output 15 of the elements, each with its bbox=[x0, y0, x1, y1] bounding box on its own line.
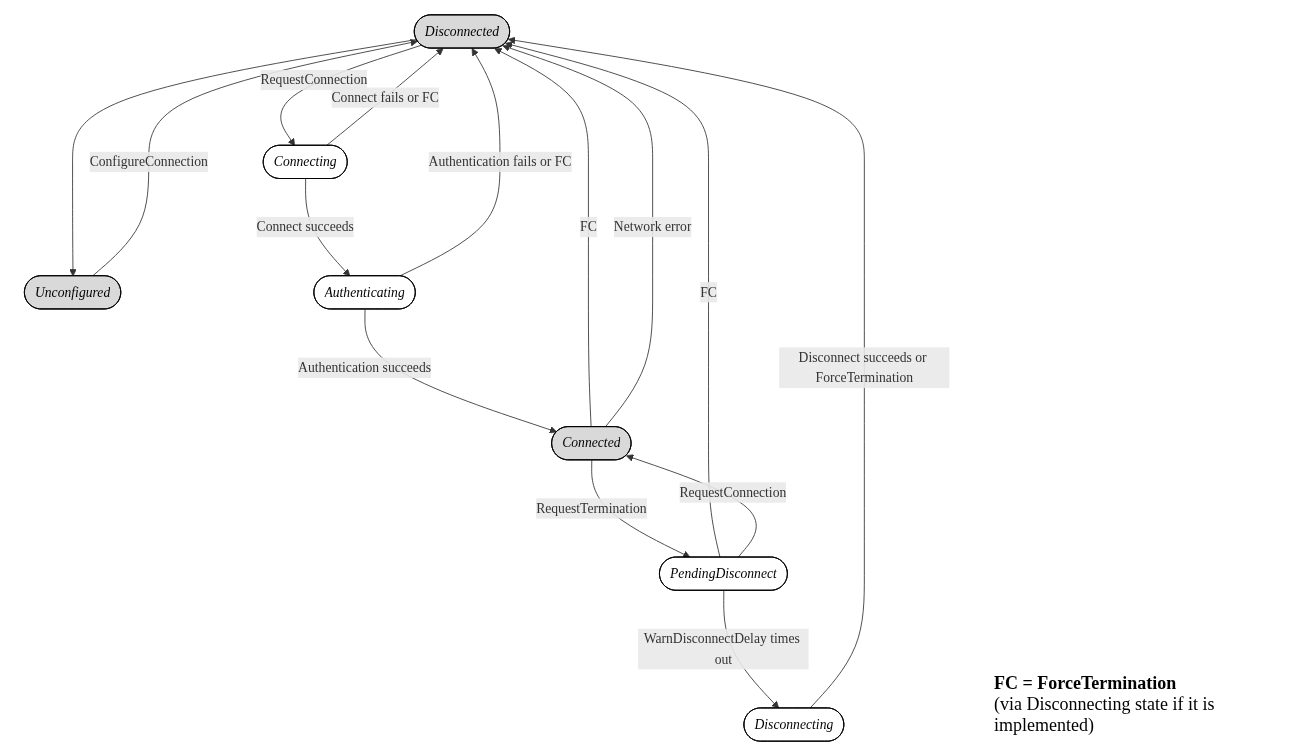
edge-label: FC bbox=[580, 219, 597, 234]
note-text: (via Disconnecting state if it is implemented) bbox=[994, 694, 1216, 736]
edge-label: Connect succeeds bbox=[256, 219, 354, 234]
edge-label: RequestConnection bbox=[679, 484, 787, 500]
note-text: FC = ForceTermination bbox=[994, 673, 1178, 694]
edge-label: ConfigureConnection bbox=[89, 154, 208, 169]
edge-label: Connect fails or FC bbox=[331, 89, 439, 105]
edge-label: RequestTermination bbox=[536, 500, 647, 516]
edge-label: WarnDisconnectDelay times out bbox=[643, 631, 800, 667]
edge-label: Disconnect succeeds or ForceTermination bbox=[798, 349, 927, 385]
edge-label: Authentication fails or FC bbox=[428, 154, 572, 169]
edge-label: Authentication succeeds bbox=[298, 360, 432, 375]
edge-label: RequestConnection bbox=[260, 72, 368, 87]
edge-label: Network error bbox=[613, 219, 692, 234]
edge-label: FC bbox=[700, 284, 717, 300]
